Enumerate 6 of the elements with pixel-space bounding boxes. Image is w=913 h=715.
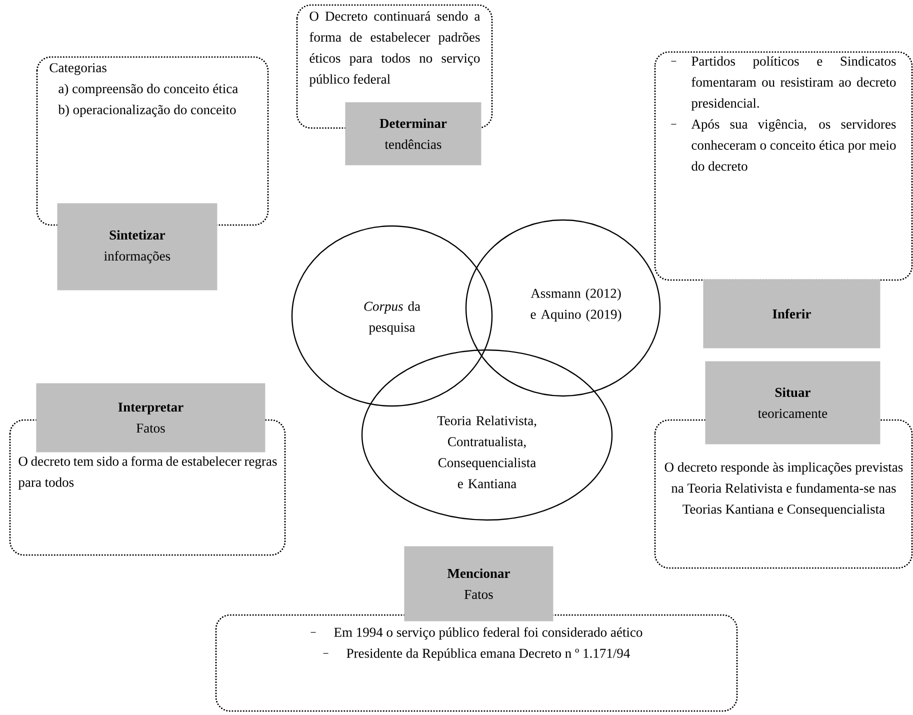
label-box: Interpretar Fatos [36, 383, 266, 452]
label-box: Inferir [703, 279, 880, 348]
label-box: Situar teoricamente [705, 361, 880, 444]
label-box: Mencionar Fatos [404, 546, 554, 622]
label-box: Sintetizar informações [57, 203, 218, 290]
label-box: Determinar tendências [345, 102, 482, 166]
